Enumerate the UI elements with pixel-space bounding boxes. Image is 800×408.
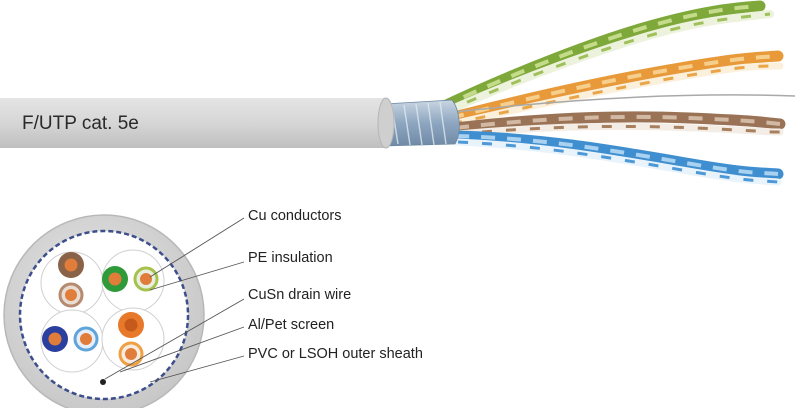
callout-outer-sheath: PVC or LSOH outer sheath (248, 346, 423, 362)
pair-green (102, 266, 159, 292)
drain-wire-strand (454, 94, 796, 113)
twisted-pair-blue (449, 130, 784, 186)
callout-cu-conductors: Cu conductors (248, 208, 342, 224)
pair-blue (42, 326, 99, 352)
outer-sheath-body (0, 98, 386, 148)
callout-pe-insulation: PE insulation (248, 250, 333, 266)
pair-orange (118, 312, 144, 367)
twisted-pair-orange (444, 50, 784, 128)
leader-lines (104, 217, 245, 383)
cross-section (3, 214, 245, 408)
foil-shield (383, 99, 460, 147)
cable-type-label: F/UTP cat. 5e (22, 113, 139, 134)
cable-side-view (0, 0, 796, 186)
callout-drain-wire: CuSn drain wire (248, 287, 352, 303)
pair-brown (58, 252, 84, 308)
twisted-pair-green (434, 0, 774, 116)
twisted-pair-brown (449, 111, 786, 138)
screen-ring (18, 229, 190, 401)
callout-screen: Al/Pet screen (248, 317, 335, 333)
sheath-end (377, 97, 395, 149)
drain-wire-dot (100, 379, 106, 385)
